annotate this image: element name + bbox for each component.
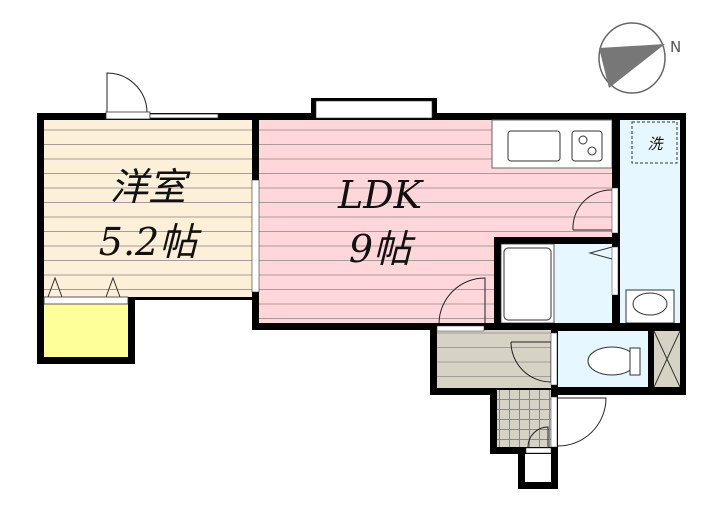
toilet-icon [587, 346, 637, 376]
window [315, 100, 433, 119]
door-swing [572, 189, 613, 231]
closet [37, 296, 135, 364]
ldk-room: LDK 9帖 [251, 98, 618, 330]
bathroom [494, 237, 618, 330]
ldk-name: LDK [337, 173, 425, 217]
door-swing [438, 277, 486, 324]
western-room: 洋室 5.2帖 [37, 72, 255, 300]
ldk-size: 9帖 [349, 227, 416, 271]
stove-icon [571, 130, 603, 162]
hallway [430, 323, 558, 395]
washing-machine-space [631, 121, 678, 164]
north-label: N [670, 38, 681, 56]
laundry-label: 洗 [647, 135, 664, 153]
compass-needle-icon [599, 44, 665, 88]
compass: N [598, 22, 681, 94]
balcony-door[interactable] [105, 111, 151, 120]
toilet [550, 323, 686, 395]
sliding-door[interactable] [251, 179, 260, 293]
western-room-size: 5.2帖 [99, 220, 202, 264]
sink-icon [507, 130, 561, 162]
entrance [490, 388, 607, 489]
western-room-name: 洋室 [110, 165, 191, 209]
washroom: 洗 [611, 113, 686, 330]
front-door[interactable] [550, 396, 558, 448]
bathtub-icon [503, 247, 552, 321]
